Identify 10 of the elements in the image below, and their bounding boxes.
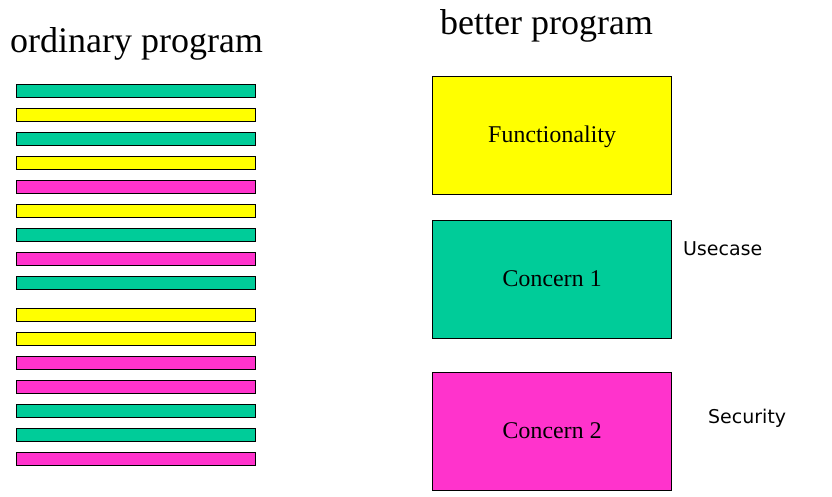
concern-box: [432, 372, 672, 491]
aspect-label: Security: [708, 406, 786, 429]
concern-box: [432, 76, 672, 195]
aspect-label: Usecase: [683, 238, 762, 261]
column-heading: better program: [440, 2, 653, 44]
box-label: Concern 2: [502, 418, 602, 446]
box-label: Functionality: [488, 122, 616, 150]
box-label: Concern 1: [502, 266, 602, 294]
column-heading: ordinary program: [10, 20, 263, 62]
concern-box: [432, 220, 672, 339]
